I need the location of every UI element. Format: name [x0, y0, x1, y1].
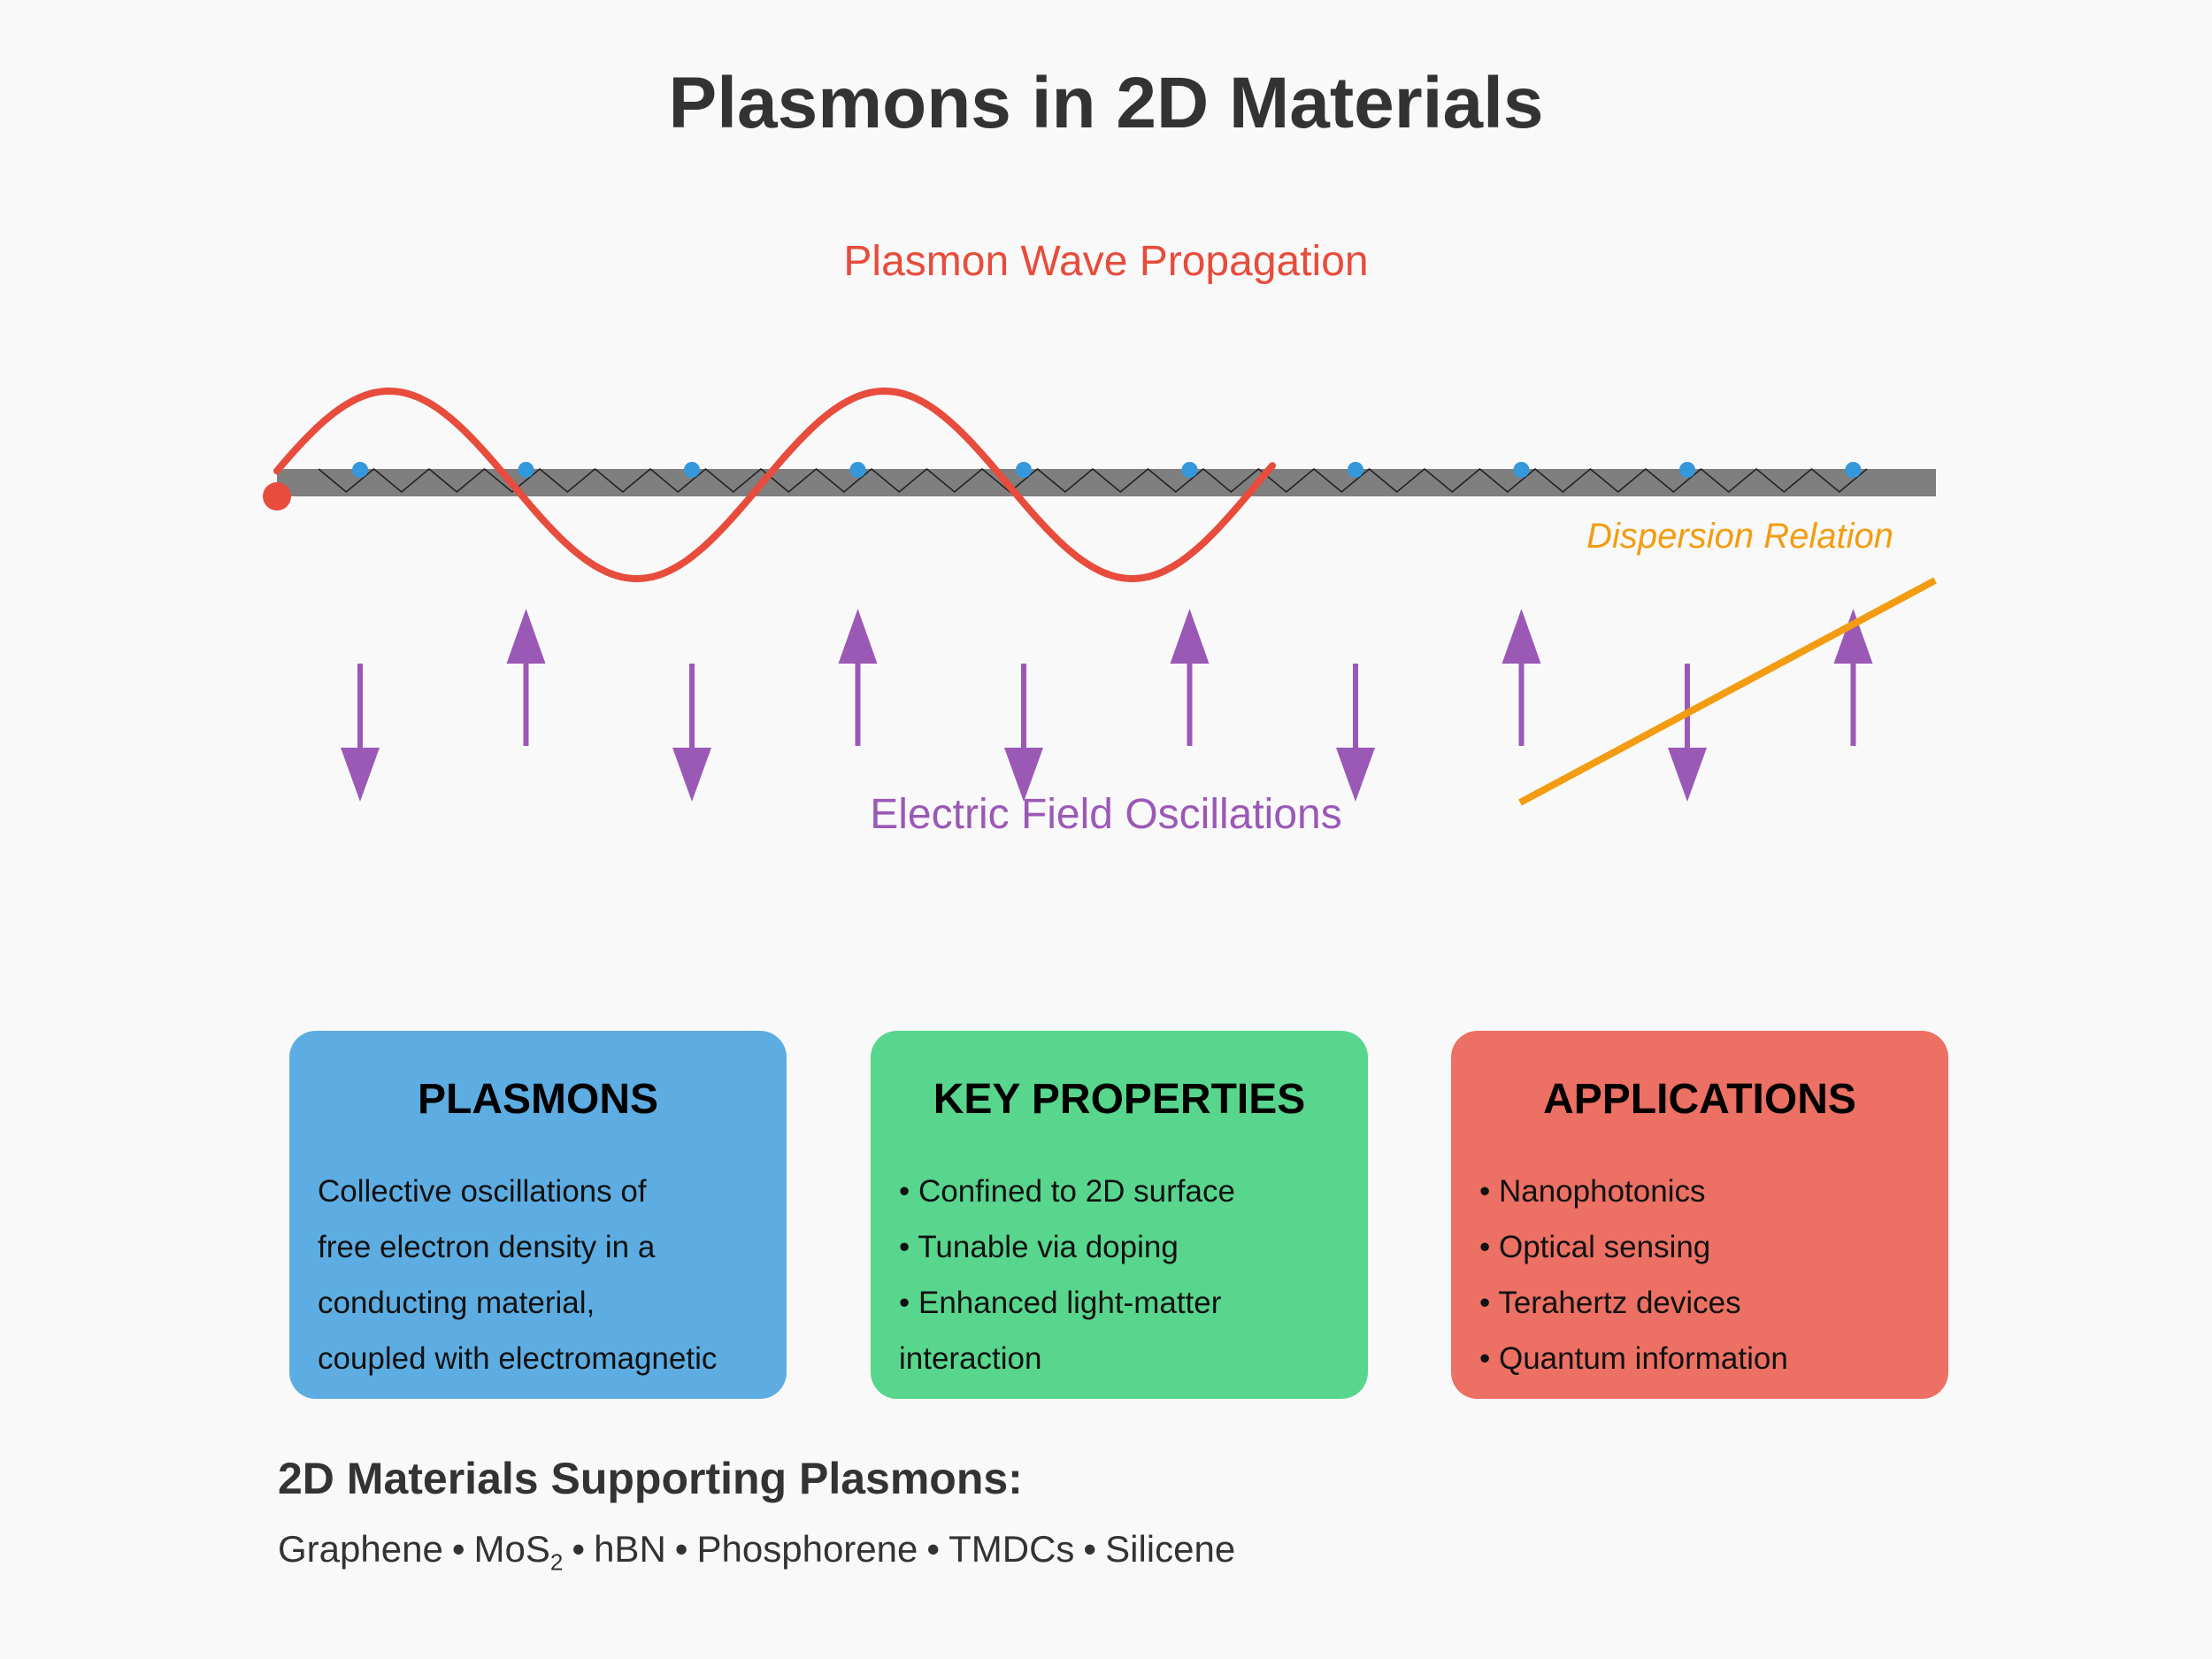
wave-propagation-label: Plasmon Wave Propagation: [843, 238, 1369, 285]
electron-dot: [684, 462, 700, 478]
applications-card: APPLICATIONS • Nanophotonics • Optical s…: [1451, 1031, 1948, 1399]
material-item: hBN: [594, 1528, 666, 1570]
arrow-head: [1668, 748, 1707, 802]
card-line: interaction: [899, 1341, 1042, 1376]
card-line: coupled with electromagnetic: [318, 1341, 718, 1376]
material-item: Silicene: [1105, 1528, 1236, 1570]
electron-dot: [1845, 462, 1862, 478]
arrow-down-icon: [672, 664, 711, 802]
key-properties-card: KEY PROPERTIES • Confined to 2D surface …: [871, 1031, 1368, 1399]
arrow-up-icon: [838, 609, 878, 746]
card-line: • Optical sensing: [1479, 1230, 1711, 1264]
arrow-up-icon: [506, 609, 546, 746]
electron-dot: [1679, 462, 1695, 478]
material-layer-bar: [277, 469, 1936, 496]
arrow-head: [1004, 748, 1043, 802]
key-properties-card-heading: KEY PROPERTIES: [933, 1076, 1306, 1123]
card-line: conducting material,: [318, 1286, 595, 1320]
arrow-down-icon: [1004, 664, 1043, 802]
key-properties-list: • Confined to 2D surface • Tunable via d…: [899, 1164, 1350, 1386]
lattice-zigzag: [318, 467, 1868, 494]
electron-dot: [1181, 462, 1198, 478]
dispersion-curve: [1518, 577, 1937, 806]
card-line: • Confined to 2D surface: [899, 1174, 1235, 1209]
plasmons-card-heading: PLASMONS: [417, 1076, 658, 1123]
electron-dot: [352, 462, 368, 478]
arrow-up-icon: [1502, 609, 1541, 746]
material-item: Phosphorene: [696, 1528, 918, 1570]
electron-dot: [1016, 462, 1032, 478]
applications-card-heading: APPLICATIONS: [1543, 1076, 1856, 1123]
electric-field-arrows: [341, 609, 1873, 802]
arrow-head: [1833, 609, 1873, 664]
arrow-head: [1336, 748, 1375, 802]
electron-dot: [1348, 462, 1363, 478]
wave-source-dot: [263, 482, 291, 511]
separator-dot: •: [674, 1528, 688, 1570]
electric-field-label: Electric Field Oscillations: [870, 791, 1342, 838]
card-line: • Nanophotonics: [1479, 1174, 1706, 1209]
arrow-head: [672, 748, 711, 802]
arrow-head: [341, 748, 380, 802]
subscript: 2: [549, 1548, 564, 1576]
card-line: free electron density in a: [318, 1230, 656, 1264]
arrow-down-icon: [341, 664, 380, 802]
arrow-down-icon: [1668, 664, 1707, 802]
arrow-head: [1502, 609, 1541, 664]
plasmons-card: PLASMONS Collective oscillations of free…: [289, 1031, 787, 1399]
card-line: • Quantum information: [1479, 1341, 1788, 1376]
plasmon-wave: [273, 387, 1276, 583]
materials-list: Graphene•MoS2•hBN•Phosphorene•TMDCs•Sili…: [278, 1528, 1235, 1576]
separator-dot: •: [1083, 1528, 1097, 1570]
separator-dot: •: [926, 1528, 941, 1570]
dispersion-relation-group: [1518, 577, 1937, 806]
plasmon-wave-group: [263, 387, 1276, 583]
arrow-head: [1170, 609, 1210, 664]
plasmons-card-text: Collective oscillations of free electron…: [318, 1164, 769, 1386]
electron-dot: [1513, 462, 1530, 478]
arrow-up-icon: [1170, 609, 1210, 746]
arrow-down-icon: [1336, 664, 1375, 802]
electron-dot: [518, 462, 534, 478]
card-line: • Terahertz devices: [1479, 1286, 1741, 1320]
electron-dot: [849, 462, 866, 478]
material-item: TMDCs: [949, 1528, 1075, 1570]
separator-dot: •: [572, 1528, 586, 1570]
card-line: Collective oscillations of: [318, 1174, 647, 1209]
arrow-up-icon: [1833, 609, 1873, 746]
dispersion-relation-label: Dispersion Relation: [1586, 517, 1893, 556]
applications-list: • Nanophotonics • Optical sensing • Tera…: [1479, 1164, 1931, 1386]
material-item: Graphene: [278, 1528, 443, 1570]
material-item: MoS: [473, 1528, 550, 1570]
materials-heading: 2D Materials Supporting Plasmons:: [278, 1454, 1023, 1503]
separator-dot: •: [451, 1528, 465, 1570]
card-line: • Enhanced light-matter: [899, 1286, 1222, 1320]
arrow-head: [506, 609, 546, 664]
2d-material-layer-group: [277, 462, 1936, 496]
card-line: • Tunable via doping: [899, 1230, 1179, 1264]
page-title: Plasmons in 2D Materials: [668, 63, 1544, 143]
arrow-head: [838, 609, 878, 664]
